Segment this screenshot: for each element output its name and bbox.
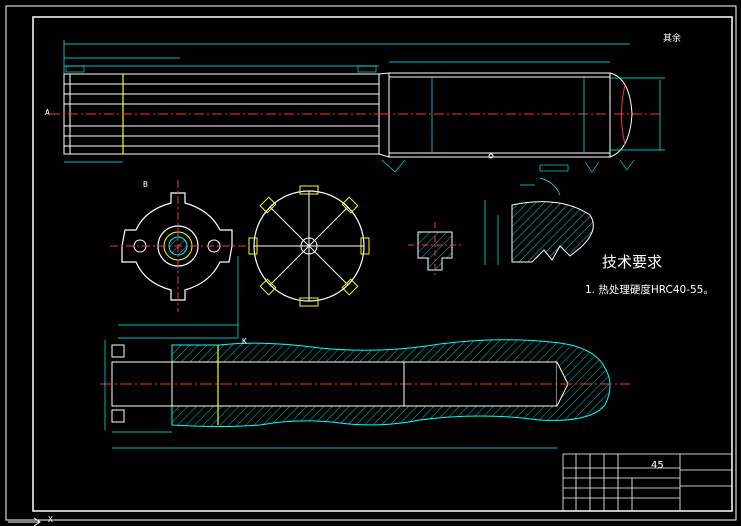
ucs-x-label: X	[48, 515, 53, 524]
roughness-note: 其余	[663, 34, 682, 44]
spoke-section	[248, 185, 370, 307]
tube-view	[378, 61, 665, 173]
outer-frame	[5, 5, 737, 521]
small-section-left	[408, 222, 462, 276]
section-mark-b: B	[143, 180, 148, 189]
shaft-section-view	[100, 339, 630, 449]
inner-frame	[32, 16, 733, 512]
ucs-axis-icon	[8, 517, 41, 526]
material-label: 45	[651, 460, 664, 471]
shaft-front-view	[50, 40, 630, 163]
detail-k-view	[484, 177, 594, 265]
spline-section	[110, 180, 248, 339]
title-block	[562, 453, 733, 512]
tech-requirement-item: 1. 热处理硬度HRC40-55。	[585, 284, 714, 296]
tech-requirements-title: 技术要求	[602, 253, 663, 271]
section-mark-a: A	[45, 108, 50, 117]
section-mark-k: K	[242, 337, 247, 346]
